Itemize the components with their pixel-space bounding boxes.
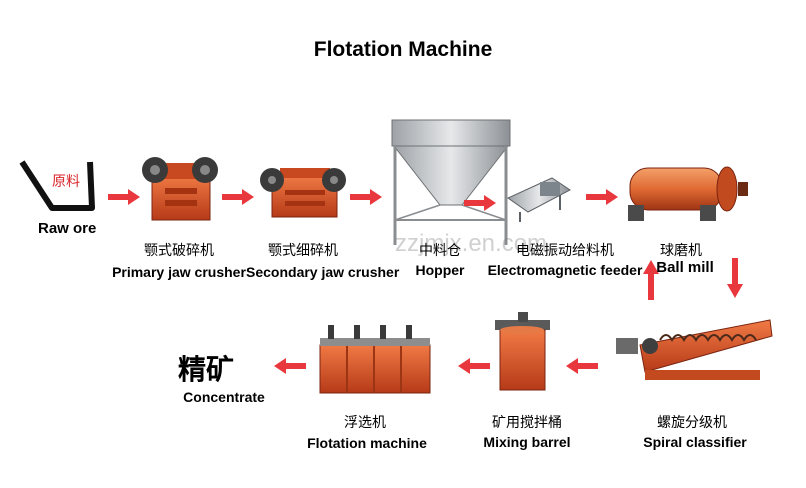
secondary-jaw-crusher-cn-label: 颚式细碎机 <box>268 243 338 259</box>
primary-jaw-crusher-icon <box>142 157 218 221</box>
spiral-classifier-en-label: Spiral classifier <box>643 434 747 450</box>
raw-ore-cn-label: 原料 <box>52 174 80 190</box>
raw-ore-bin-icon <box>19 160 95 211</box>
secondary-jaw-crusher-en-label: Secondary jaw crusher <box>246 264 400 280</box>
arrow-hopper-to-feeder <box>464 195 496 211</box>
ball-mill-cn-label: 球磨机 <box>660 243 702 259</box>
ball-mill-icon <box>628 166 748 221</box>
arrow-mill-to-classifier <box>727 258 743 298</box>
watermark: zzjmjx.en.com <box>395 230 548 257</box>
page-title: Flotation Machine <box>313 38 493 61</box>
arrow-barrel-to-flotation <box>458 358 490 374</box>
hopper-icon <box>391 119 511 245</box>
arrow-primary-to-secondary <box>222 189 254 205</box>
flotation-machine-cn-label: 浮选机 <box>344 415 386 431</box>
mixing-barrel-cn-label: 矿用搅拌桶 <box>492 415 562 431</box>
arrow-feeder-to-mill <box>586 189 618 205</box>
flotation-machine-en-label: Flotation machine <box>307 435 427 451</box>
flow-arrows <box>108 189 743 374</box>
mixing-barrel-en-label: Mixing barrel <box>483 434 571 450</box>
spiral-classifier-icon <box>616 319 773 380</box>
feeder-cn-label: 电磁振动给料机 <box>516 243 614 259</box>
mixing-barrel-icon <box>495 312 550 391</box>
spiral-classifier-cn-label: 螺旋分级机 <box>657 415 727 431</box>
secondary-jaw-crusher-icon <box>260 168 346 218</box>
concentrate-cn-label: 精矿 <box>178 353 235 386</box>
flotation-machine-icon <box>319 325 431 394</box>
arrow-flotation-to-concentrate <box>274 358 306 374</box>
electromagnetic-feeder-icon <box>506 177 571 222</box>
arrow-raw-to-primary <box>108 189 140 205</box>
ball-mill-en-label: Ball mill <box>656 259 714 276</box>
hopper-cn-label: 中料仓 <box>419 243 461 259</box>
concentrate-en-label: Concentrate <box>183 389 265 405</box>
hopper-en-label: Hopper <box>415 262 465 278</box>
raw-ore-en-label: Raw ore <box>38 220 97 237</box>
feeder-en-label: Electromagnetic feeder <box>487 262 643 278</box>
arrow-classifier-to-barrel <box>566 358 598 374</box>
arrow-classifier-return <box>643 260 659 300</box>
primary-jaw-crusher-cn-label: 颚式破碎机 <box>144 243 214 259</box>
arrow-secondary-to-hopper <box>350 189 382 205</box>
primary-jaw-crusher-en-label: Primary jaw crusher <box>112 264 246 280</box>
